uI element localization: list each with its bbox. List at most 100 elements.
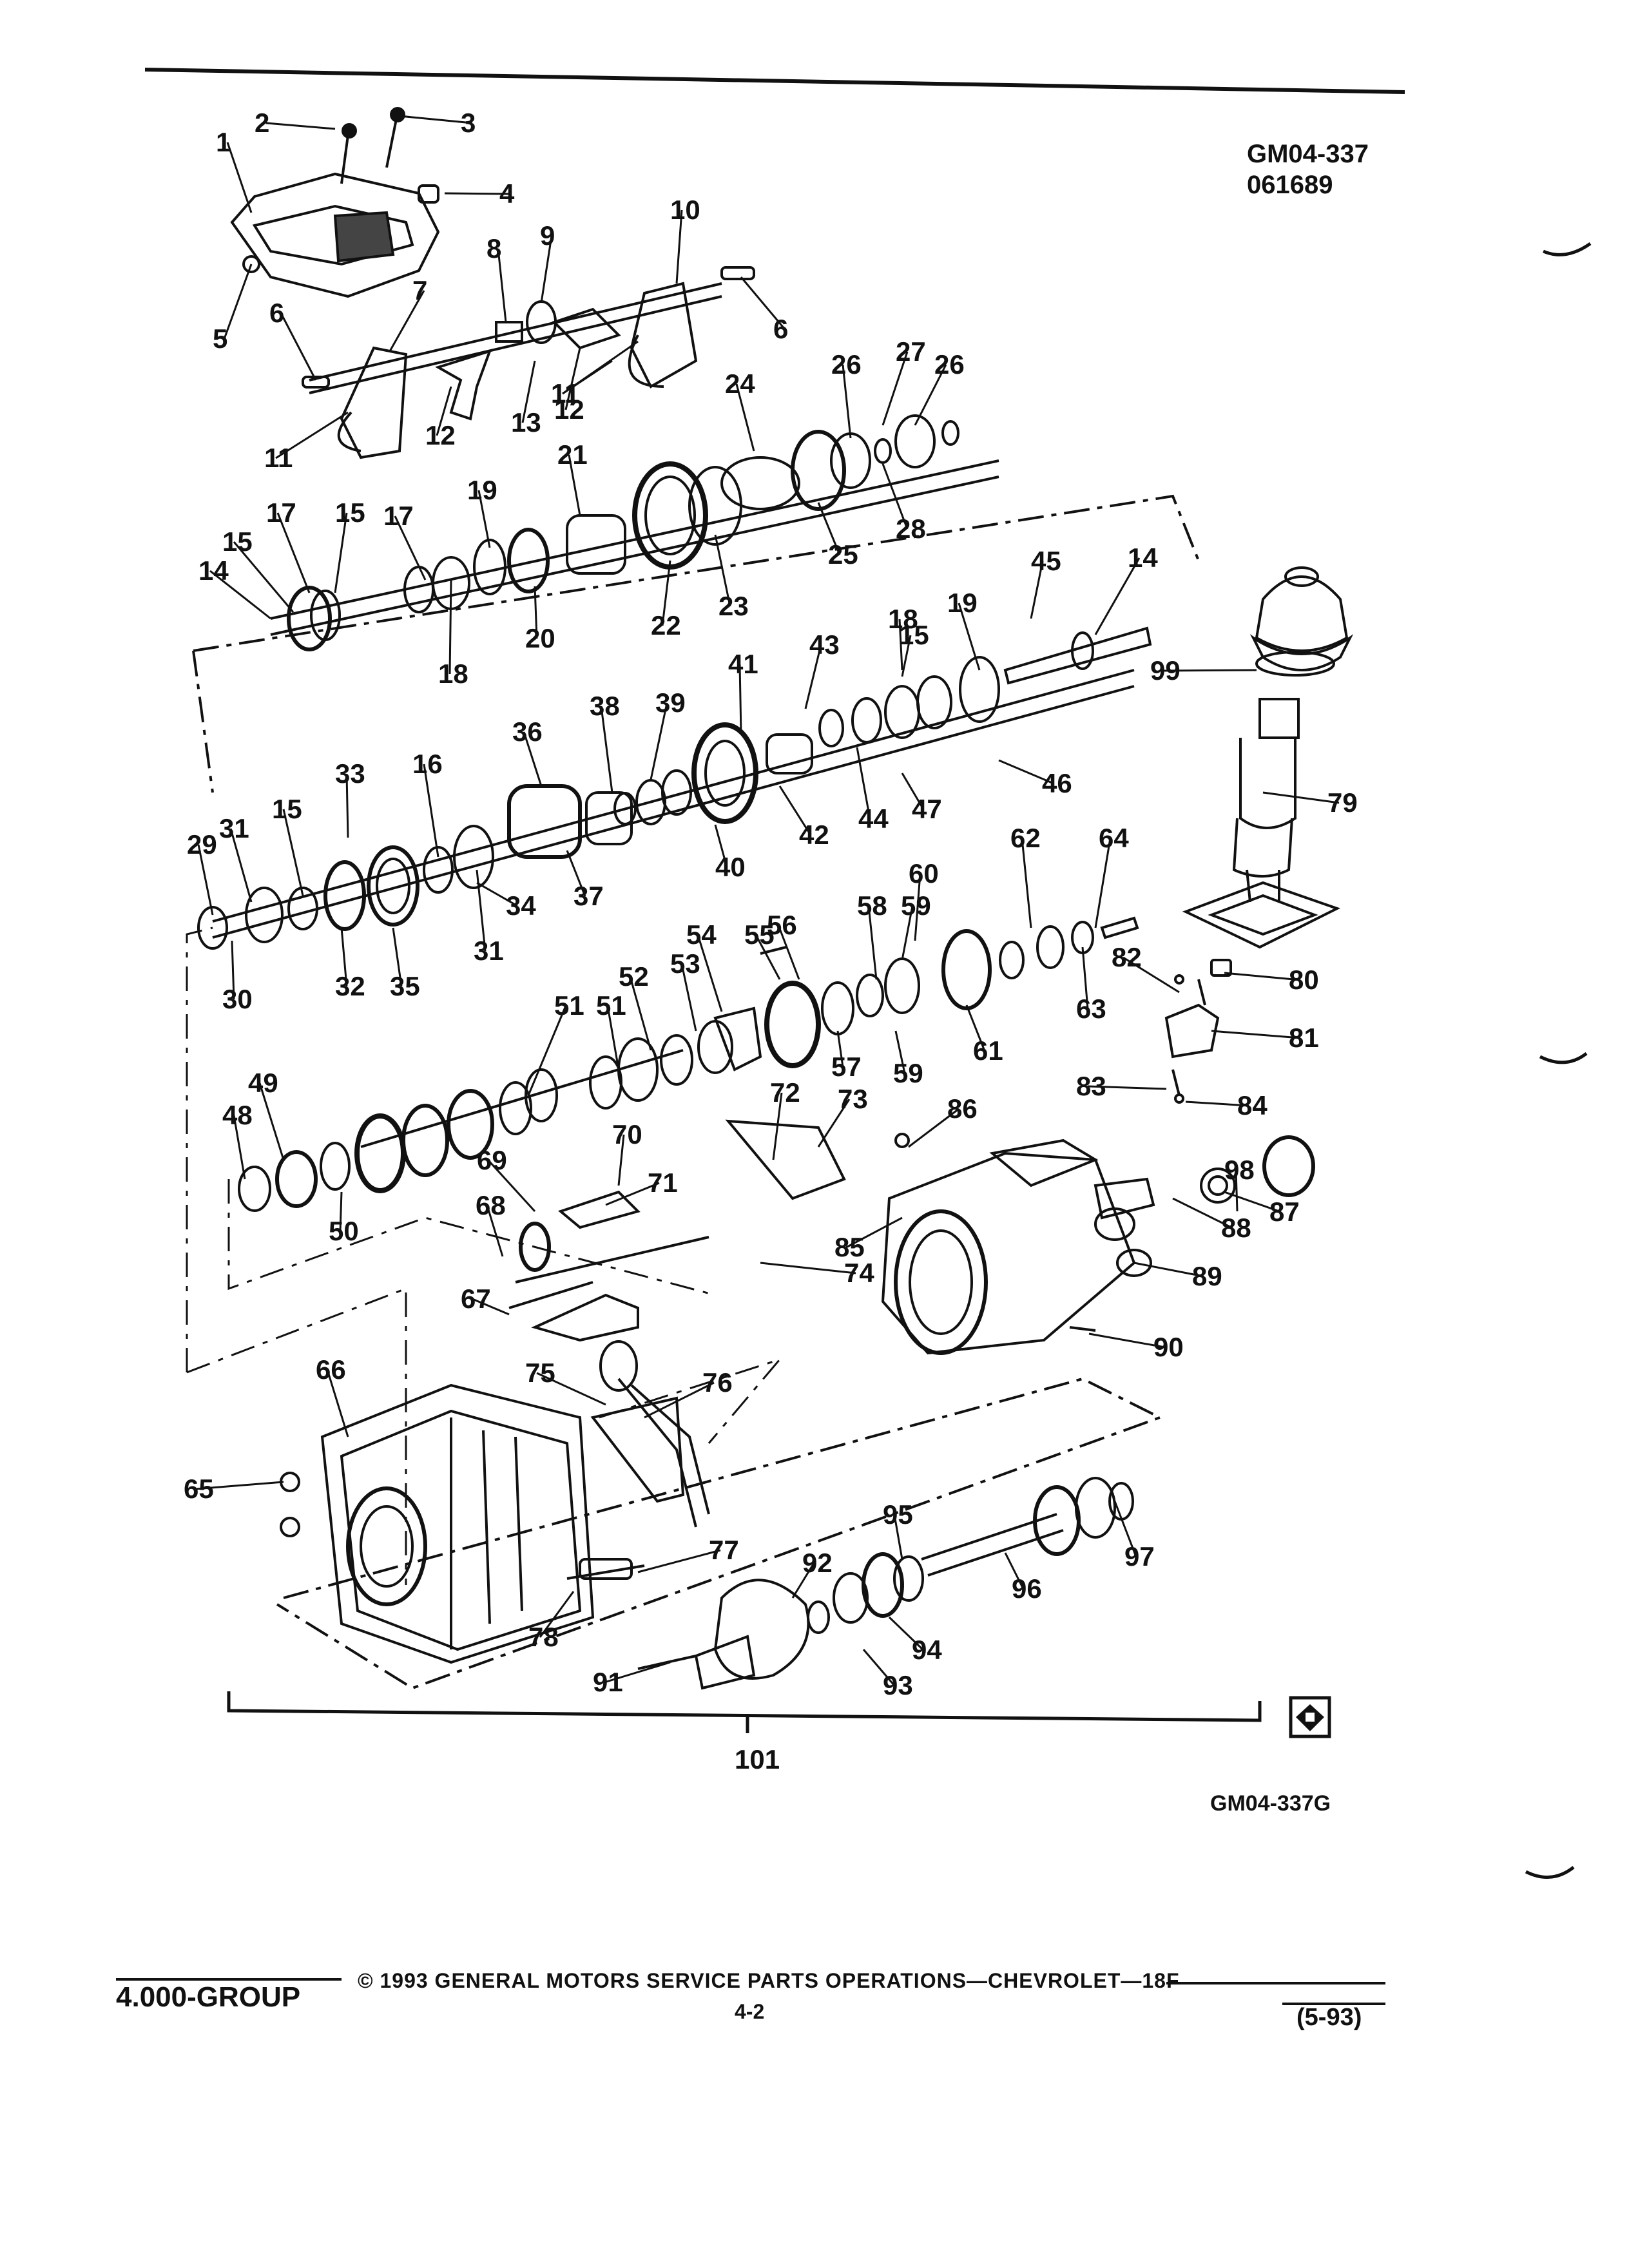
callout-39: 39: [655, 687, 686, 718]
callout-leader: [777, 925, 800, 980]
footer-date: (5-93): [1296, 2004, 1362, 2031]
callout-leader: [650, 702, 668, 780]
callout-leader: [901, 773, 925, 810]
callout-leader: [539, 1591, 575, 1638]
callout-8: 8: [487, 233, 501, 264]
callout-leader: [197, 844, 214, 916]
callout-leader: [605, 1182, 660, 1206]
callout-leader: [527, 1005, 567, 1096]
callout-leader: [340, 927, 348, 987]
callout-92: 92: [802, 1548, 833, 1578]
callout-leader: [448, 579, 452, 675]
callout-15: 15: [335, 497, 365, 528]
callout-1: 1: [216, 127, 231, 157]
callout-leader: [1094, 557, 1141, 635]
callout-leader: [566, 850, 586, 897]
callout-23: 23: [718, 591, 749, 621]
callout-leader: [898, 619, 903, 671]
callout-11: 11: [551, 378, 579, 408]
callout-45: 45: [1031, 546, 1061, 576]
callout-56: 56: [767, 910, 797, 940]
callout-leader: [604, 1661, 671, 1684]
callout-leader: [195, 1481, 284, 1490]
callout-74: 74: [844, 1258, 874, 1288]
margin-mark: [1539, 1052, 1588, 1064]
callout-leader: [1172, 1197, 1233, 1229]
callout-48: 48: [222, 1100, 253, 1130]
callout-leader: [523, 731, 543, 787]
callout-leader: [229, 828, 253, 903]
callout-leader: [644, 1381, 715, 1419]
callout-leader: [637, 1549, 721, 1573]
output-shaft-group: [276, 1377, 1164, 1690]
callout-34: 34: [506, 890, 536, 921]
callout-41: 41: [728, 649, 758, 679]
callout-leader: [1161, 669, 1257, 672]
callout-leader: [436, 386, 452, 436]
callout-59: 59: [893, 1058, 923, 1088]
callout-32: 32: [335, 971, 365, 1001]
callout-90: 90: [1153, 1332, 1184, 1362]
callout-2: 2: [255, 108, 269, 138]
callout-31: 31: [219, 813, 249, 843]
callout-85: 85: [834, 1232, 865, 1262]
callout-15: 15: [272, 794, 302, 824]
callout-leader: [914, 364, 947, 426]
callout-leader: [617, 1134, 625, 1186]
transmission-case: [280, 1383, 685, 1664]
callout-leader: [1030, 561, 1044, 619]
callout-26: 26: [934, 349, 965, 380]
callout-leader: [472, 1298, 510, 1316]
callout-29: 29: [187, 829, 217, 860]
callout-95: 95: [883, 1499, 913, 1530]
callout-77: 77: [709, 1535, 739, 1565]
callout-59: 59: [901, 890, 931, 921]
callout-15: 15: [222, 526, 253, 557]
callout-leader: [209, 570, 271, 620]
callout-leader: [564, 347, 581, 410]
callout-82: 82: [1112, 942, 1142, 972]
callout-7: 7: [412, 275, 427, 305]
callout-leader: [423, 764, 439, 858]
callout-leader: [1113, 1501, 1137, 1557]
callout-leader: [1004, 1552, 1025, 1590]
callout-leader: [856, 747, 871, 820]
callout-86: 86: [947, 1093, 978, 1124]
callout-42: 42: [799, 820, 829, 850]
callout-6: 6: [773, 314, 788, 344]
callout-99: 99: [1150, 655, 1181, 686]
callout-14: 14: [198, 555, 229, 586]
callout-leader: [231, 940, 235, 1000]
callout-leader: [223, 264, 253, 340]
figure-date: 061689: [1247, 171, 1333, 199]
assembly-callout: 101: [735, 1744, 780, 1774]
callout-61: 61: [973, 1035, 1003, 1066]
figure-code: GM04-337G: [1210, 1791, 1331, 1816]
countershaft-group: [238, 916, 1139, 1212]
callout-leader: [778, 785, 812, 836]
callout-57: 57: [831, 1052, 862, 1082]
callout-19: 19: [467, 475, 497, 505]
callout-leader: [965, 1004, 986, 1052]
callout-leader: [629, 976, 652, 1051]
callout-75: 75: [525, 1358, 555, 1388]
callout-leader: [958, 602, 981, 671]
callout-21: 21: [557, 439, 588, 470]
callout-73: 73: [838, 1084, 868, 1114]
callout-leader: [1081, 947, 1089, 1010]
callout-leader: [791, 1562, 815, 1599]
callout-40: 40: [715, 852, 746, 882]
callout-leader: [893, 1514, 903, 1560]
callout-leader: [1224, 972, 1301, 981]
callout-leader: [908, 1108, 959, 1148]
callout-84: 84: [1237, 1090, 1268, 1120]
callout-38: 38: [590, 691, 620, 721]
callout-3: 3: [461, 108, 476, 138]
callout-66: 66: [316, 1354, 346, 1385]
callout-leader: [836, 1030, 844, 1068]
callout-9: 9: [540, 220, 555, 251]
callout-62: 62: [1010, 823, 1041, 853]
callout-17: 17: [266, 497, 296, 528]
footer-page-number: 4-2: [735, 2000, 765, 2023]
callout-leader: [1088, 1332, 1166, 1349]
